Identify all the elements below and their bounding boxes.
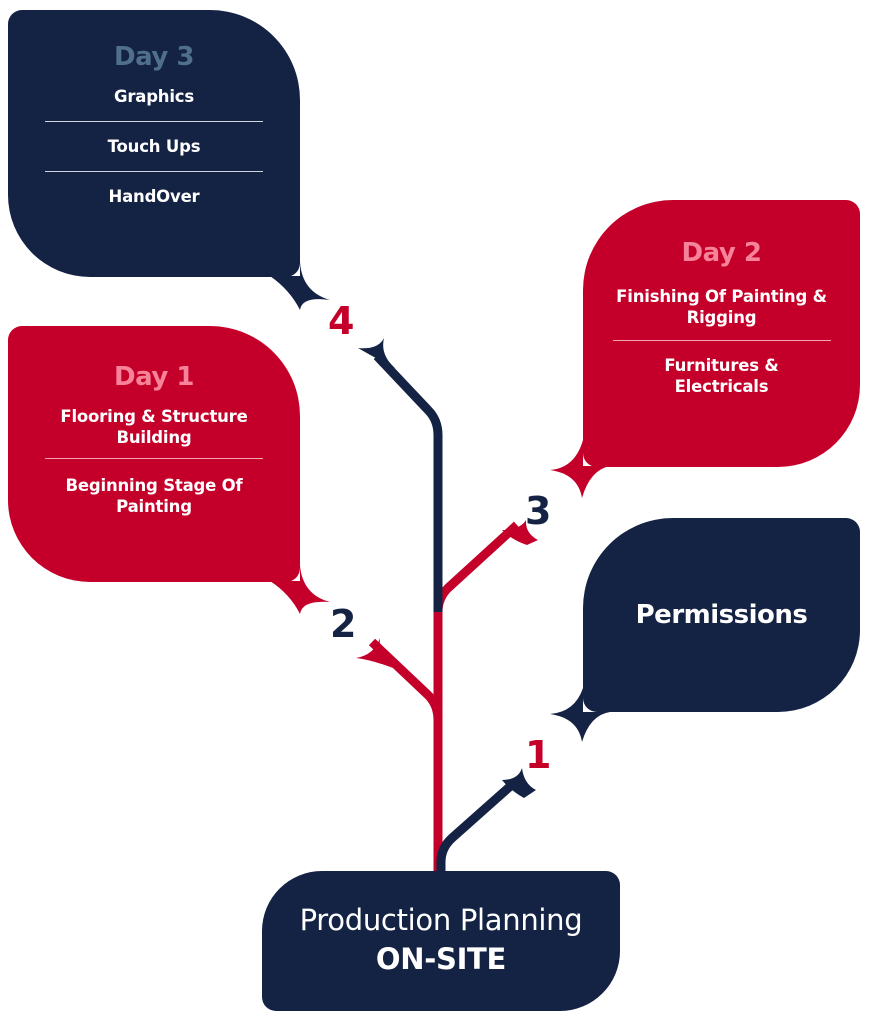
step-number-3: 3 [525, 489, 552, 533]
tail-day1 [240, 566, 330, 614]
tail-day3 [240, 262, 330, 310]
step-2-task: Flooring & Structure Building [60, 407, 248, 447]
branch-step3 [433, 521, 521, 720]
step-number-1: 1 [525, 733, 552, 777]
step-3-title: Day 2 [681, 238, 762, 268]
step-2-task: Beginning Stage Of Painting [65, 476, 243, 516]
step-1-title: Permissions [635, 600, 808, 630]
divider [45, 171, 263, 172]
branch-step1 [436, 778, 518, 875]
step-4-task: Touch Ups [107, 137, 201, 156]
branch-step4 [373, 352, 443, 612]
divider [612, 340, 831, 341]
step-1-bubble: Permissions [583, 518, 860, 712]
root-title: Production Planning [299, 903, 583, 937]
step-4-task: Graphics [113, 87, 195, 106]
flare-step3 [502, 520, 538, 545]
step-3-bubble: Day 2 Finishing Of Painting & Rigging Fu… [583, 200, 860, 467]
step-4-title: Day 3 [114, 42, 194, 72]
flare-step2 [356, 638, 393, 668]
flare-step4 [358, 338, 395, 368]
divider [45, 458, 263, 459]
step-2-title: Day 1 [114, 362, 194, 392]
step-4-task: HandOver [108, 187, 200, 206]
trunk-red [368, 638, 443, 875]
step-3-task: Finishing Of Painting & Rigging [616, 287, 827, 327]
step-3-task: Furnitures & Electricals [664, 356, 779, 396]
root-box: Production Planning ON-SITE [262, 871, 620, 1011]
step-2-bubble: Day 1 Flooring & Structure Building Begi… [8, 326, 300, 582]
step-number-2: 2 [330, 602, 357, 646]
tail-day2 [550, 420, 640, 498]
root-subtitle: ON-SITE [375, 942, 507, 976]
divider [45, 121, 263, 122]
flare-step1 [502, 768, 536, 798]
step-4-bubble: Day 3 Graphics Touch Ups HandOver [8, 10, 300, 277]
step-number-4: 4 [328, 299, 355, 343]
